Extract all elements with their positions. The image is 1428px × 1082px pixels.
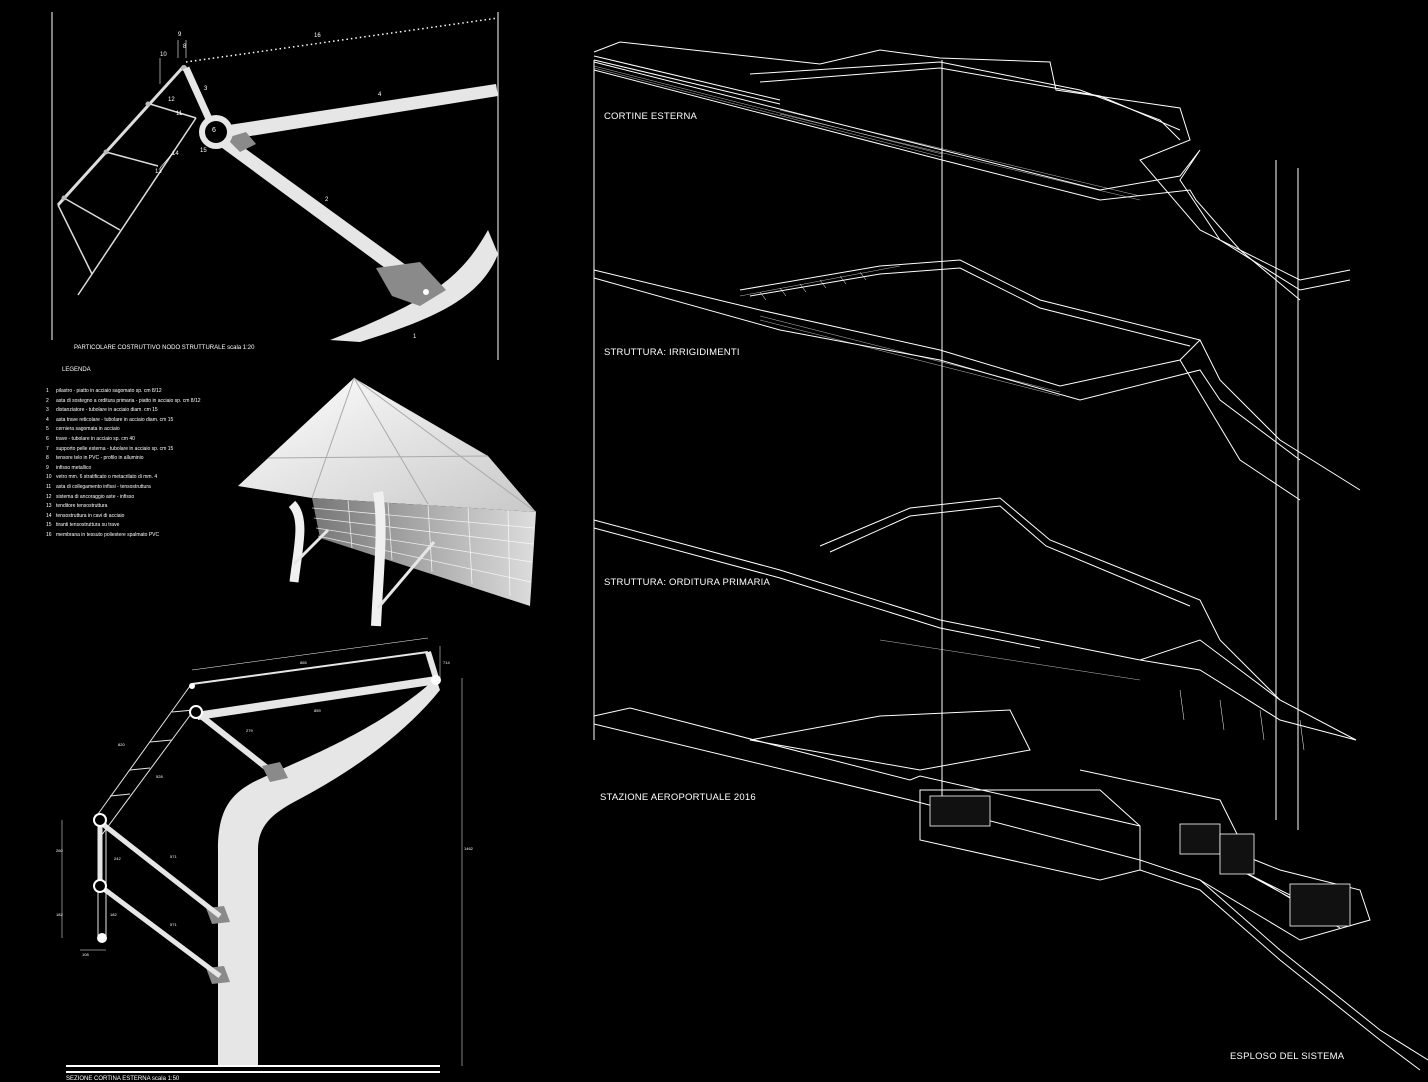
node-detail-panel: 1 2 3 4 6 8 9 10 11 12 13 14 15 16 PARTI… [0,0,520,360]
section-panel: 865 714 859 279 820 528 571 242 260 182 … [0,630,480,1082]
dimension-label: 714 [443,660,450,665]
dimension-label: 859 [314,708,321,713]
detail-number-15: 15 [200,148,207,154]
dimension-label: 182 [110,912,117,917]
dimension-label: 242 [114,856,121,861]
detail-number-13: 13 [155,169,162,175]
section-drawing [61,637,463,1073]
canopy-render-drawing [238,377,537,627]
detail-number-9: 9 [178,32,182,38]
legend-title: LEGENDA [62,367,91,373]
dimension-label: 820 [118,742,125,747]
dimension-label: 1462 [464,846,473,851]
detail-number-10: 10 [160,52,167,58]
detail-number-4: 4 [378,92,382,98]
dimension-label: 260 [56,848,63,853]
exploded-axonometric-drawing [593,41,1428,1071]
detail-number-1: 1 [413,334,417,340]
layer-label-cortine: CORTINE ESTERNA [604,111,698,122]
dimension-label: 182 [56,912,63,917]
canopy-render [228,368,548,632]
exploded-caption: ESPLOSO DEL SISTEMA [1230,1051,1345,1062]
detail-number-8: 8 [183,44,187,50]
detail-number-12: 12 [168,97,175,103]
dimension-label: 571 [170,854,177,859]
detail-number-14: 14 [172,151,179,157]
detail-number-2: 2 [325,197,329,203]
layer-label-stazione: STAZIONE AEROPORTUALE 2016 [600,792,756,803]
dimension-label: 279 [246,728,253,733]
detail-number-16: 16 [314,33,321,39]
dimension-label: 108 [82,952,89,957]
dimension-label: 865 [300,660,307,665]
section-caption: SEZIONE CORTINA ESTERNA scala 1:50 [66,1076,180,1082]
layer-label-orditura: STRUTTURA: ORDITURA PRIMARIA [604,577,771,588]
detail-number-3: 3 [204,86,208,92]
dimension-label: 528 [156,774,163,779]
layer-label-irrigidimenti: STRUTTURA: IRRIGIDIMENTI [604,347,740,358]
detail-number-11: 11 [176,111,183,117]
node-detail-drawing [51,12,499,360]
detail-number-6: 6 [212,127,216,134]
dimension-label: 571 [170,922,177,927]
exploded-axonometric: CORTINE ESTERNA STRUTTURA: IRRIGIDIMENTI… [580,0,1428,1080]
node-detail-caption: PARTICOLARE COSTRUTTIVO NODO STRUTTURALE… [74,345,255,351]
